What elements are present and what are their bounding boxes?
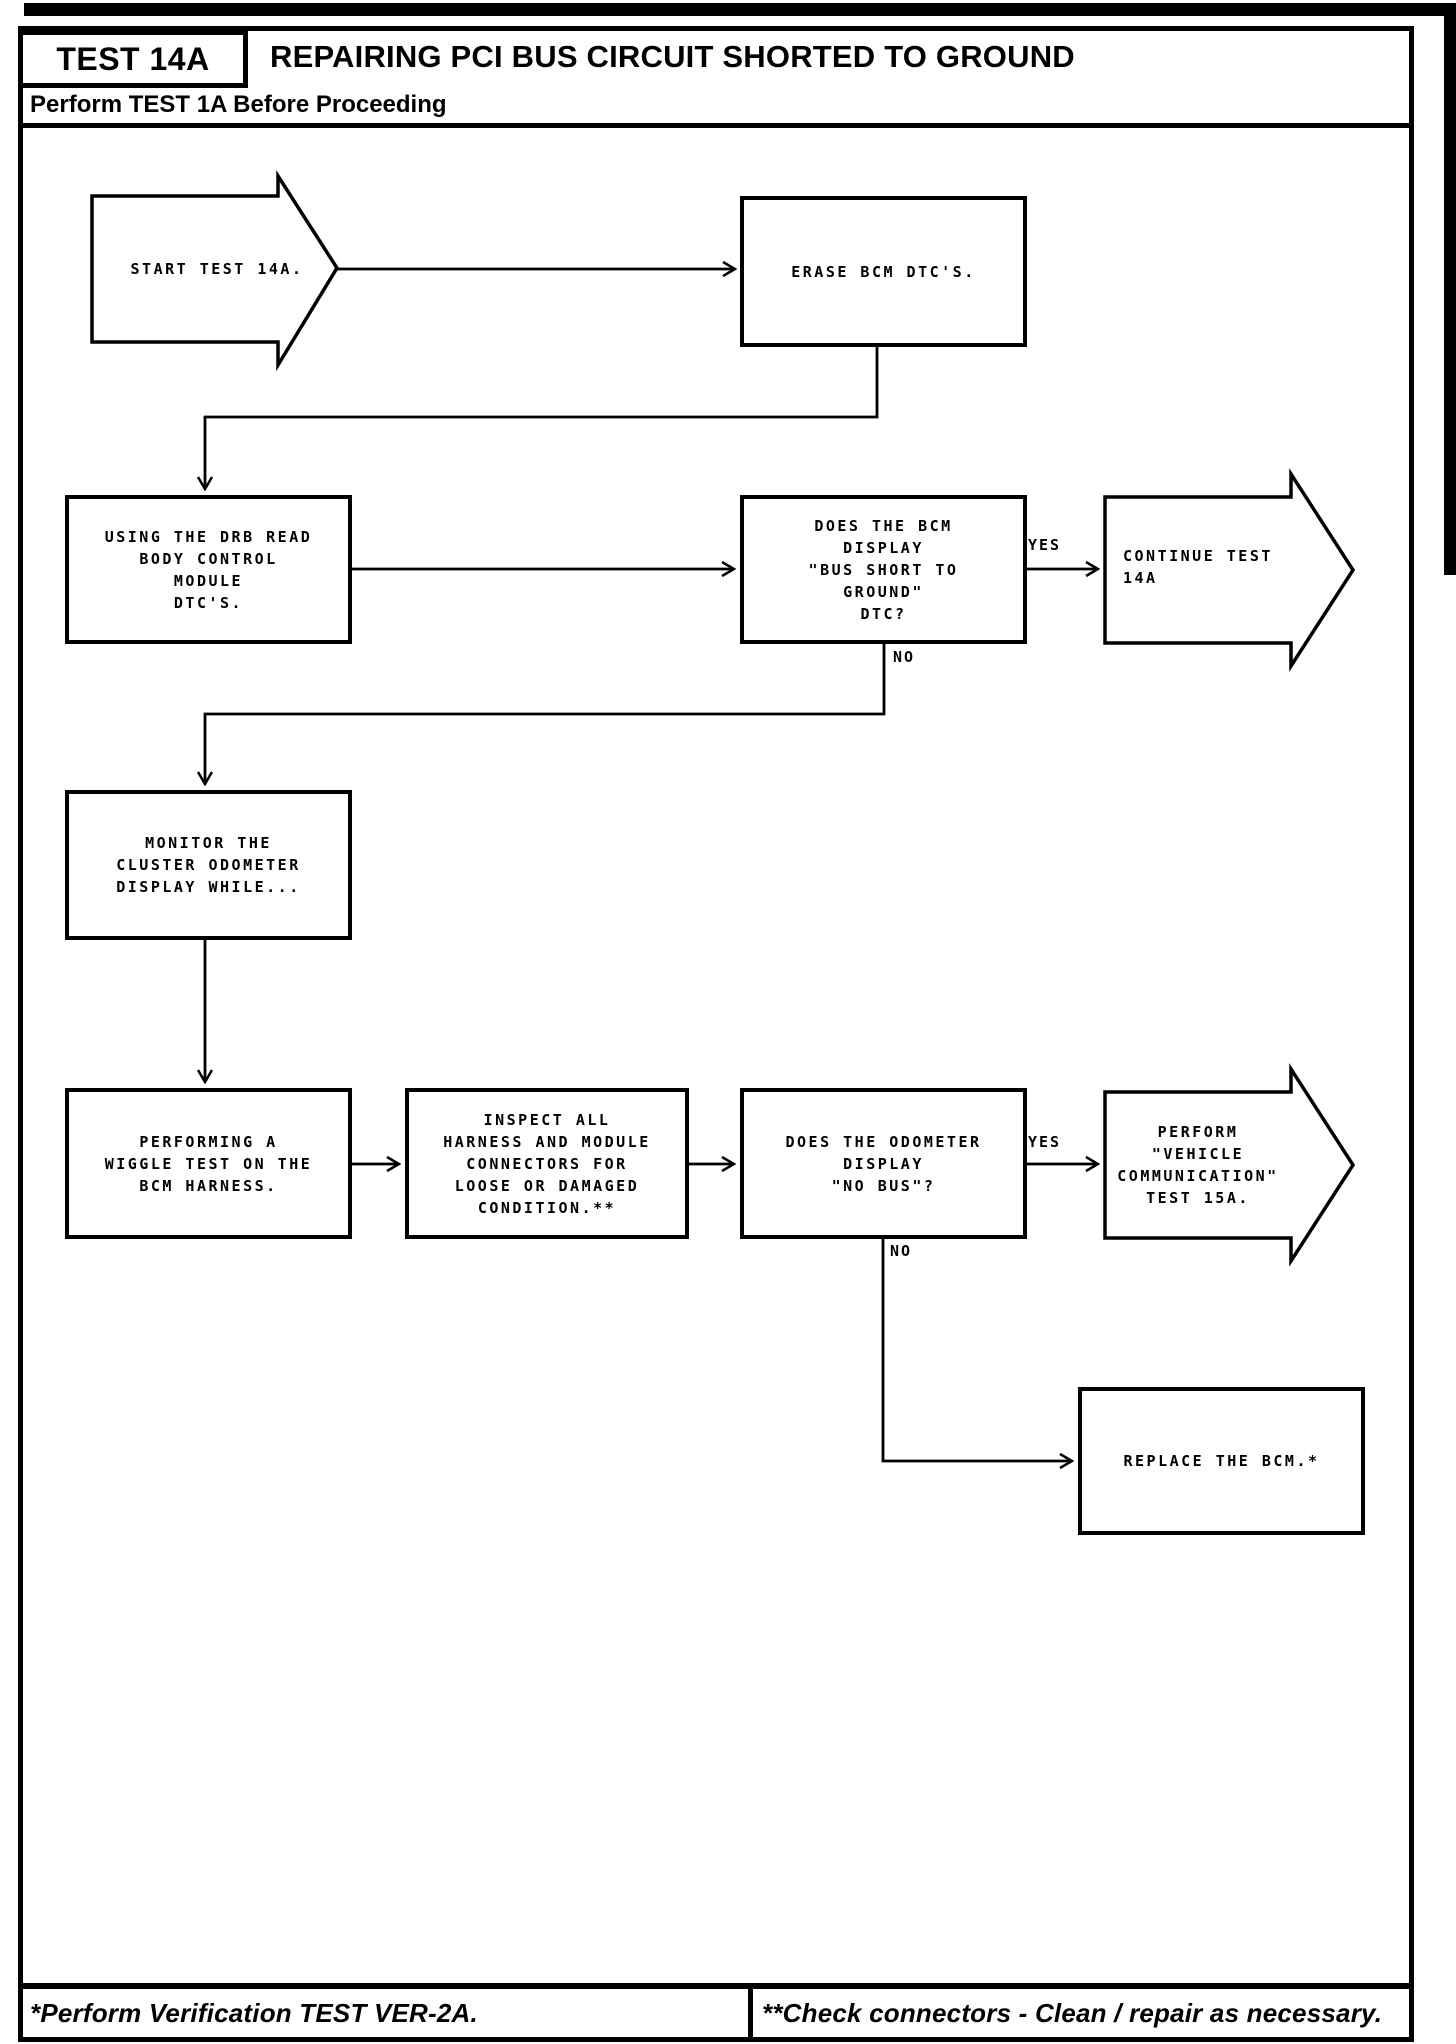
start-node-text: START TEST 14A. [130, 260, 304, 278]
header-divider [18, 123, 1414, 128]
yes-label-bcm-question: YES [1028, 536, 1062, 554]
footnote-check-connectors: **Check connectors - Clean / repair as n… [762, 1997, 1383, 2028]
continue-test-arrow-text: CONTINUE TEST 14A [1123, 547, 1273, 587]
using-drb-node-shape [65, 495, 352, 644]
page-border [18, 26, 1414, 2042]
monitor-node-text: MONITOR THE CLUSTER ODOMETER DISPLAY WHI… [116, 834, 301, 896]
perform-15a-arrow-text: PERFORM "VEHICLE COMMUNICATION" TEST 15A… [1117, 1123, 1279, 1207]
connector-no-to-replace-bcm [881, 1237, 1071, 1461]
erase-node-text: ERASE BCM DTC'S. [791, 262, 976, 281]
no-label-bcm-question: NO [893, 648, 916, 666]
replace-bcm-node-text: REPLACE THE BCM.* [1123, 1452, 1320, 1470]
footer-column-divider [748, 1983, 753, 2042]
erase-node-shape [740, 196, 1027, 347]
using-drb-node-text: USING THE DRB READ BODY CONTROL MODULE D… [104, 527, 313, 612]
replace-bcm-node-shape [1078, 1387, 1365, 1535]
start-node-shape [90, 170, 340, 372]
yes-label-odometer-question: YES [1028, 1133, 1062, 1151]
footer-divider-rule [18, 1983, 1414, 1989]
footnote-verification: *Perform Verification TEST VER-2A. [30, 1997, 478, 2028]
scan-artifact-top-bar [24, 3, 1456, 16]
connector-no-to-monitor [205, 642, 886, 783]
continue-test-arrow-shape [1103, 468, 1356, 672]
inspect-node-shape [405, 1088, 689, 1239]
perform-15a-arrow-shape [1103, 1063, 1356, 1267]
test-number-label: TEST 14A [56, 40, 210, 77]
no-label-odometer-question: NO [890, 1242, 913, 1260]
wiggle-node-text: PERFORMING A WIGGLE TEST ON THE BCM HARN… [104, 1132, 313, 1195]
scan-artifact-right-bar [1444, 3, 1456, 575]
odometer-question-shape [740, 1088, 1027, 1239]
connector-erase-to-using [205, 345, 879, 488]
inspect-node-text: INSPECT ALL HARNESS AND MODULE CONNECTOR… [443, 1110, 651, 1217]
page-subtitle: Perform TEST 1A Before Proceeding [30, 91, 447, 118]
test-number-box: TEST 14A [18, 30, 248, 88]
page-title: REPAIRING PCI BUS CIRCUIT SHORTED TO GRO… [270, 39, 1075, 74]
bcm-display-question-shape [740, 495, 1027, 644]
odometer-question-text: DOES THE ODOMETER DISPLAY "NO BUS"? [785, 1132, 982, 1195]
wiggle-node-shape [65, 1088, 352, 1239]
bcm-display-question-text: DOES THE BCM DISPLAY "BUS SHORT TO GROUN… [808, 516, 959, 623]
monitor-node-shape [65, 790, 352, 940]
